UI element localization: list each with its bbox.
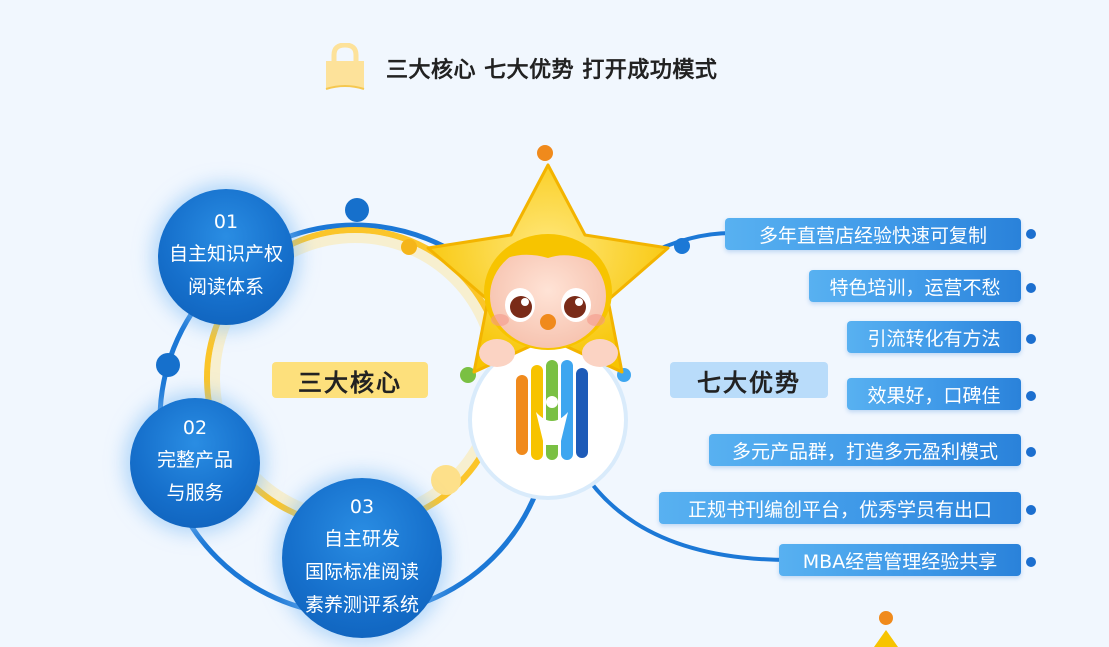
core-item-text: 素养测评系统 xyxy=(304,593,419,616)
core-item-number: 02 xyxy=(182,417,208,439)
advantage-bullet-dot xyxy=(1026,391,1036,401)
core-item-number: 03 xyxy=(349,495,375,518)
core-item-text: 与服务 xyxy=(166,482,224,504)
advantage-bullet-dot xyxy=(1026,229,1036,239)
core-item-text: 自主知识产权 xyxy=(168,243,283,265)
ring-node-dot xyxy=(156,353,180,377)
advantage-bullet-dot xyxy=(1026,557,1036,567)
core-item-text: 完整产品 xyxy=(156,449,233,471)
ring-node-dot xyxy=(401,239,417,255)
core-item-text: 阅读体系 xyxy=(187,276,264,298)
advantage-item: 效果好，口碑佳 xyxy=(847,378,1021,410)
advantage-bullet-dot xyxy=(1026,505,1036,515)
core-item-02: 02 完整产品 与服务 xyxy=(130,398,260,528)
lock-icon xyxy=(325,43,365,90)
ring-node-dot xyxy=(431,465,461,495)
center-logo-icon xyxy=(516,360,588,460)
advantage-item: 正规书刊编创平台，优秀学员有出口 xyxy=(659,492,1021,524)
advantage-item: 特色培训，运营不愁 xyxy=(809,270,1021,302)
branch-curve-bottom xyxy=(580,468,791,562)
page-title: 三大核心 七大优势 打开成功模式 xyxy=(386,58,718,83)
page-header: 三大核心 七大优势 打开成功模式 xyxy=(322,42,717,94)
advantage-item: 多年直营店经验快速可复制 xyxy=(725,218,1021,250)
core-section-tag: 三大核心 xyxy=(272,362,428,398)
core-item-01: 01 自主知识产权 阅读体系 xyxy=(158,189,294,325)
star-mascot xyxy=(426,145,670,374)
core-item-text: 国际标准阅读 xyxy=(304,560,419,583)
ring-node-dot xyxy=(345,198,369,222)
advantages-section-tag: 七大优势 xyxy=(670,362,828,398)
bottom-star-decoration xyxy=(874,611,898,647)
advantage-item: 多元产品群，打造多元盈利模式 xyxy=(709,434,1021,466)
core-item-03: 03 自主研发 国际标准阅读 素养测评系统 xyxy=(282,478,442,638)
advantage-item: 引流转化有方法 xyxy=(847,321,1021,353)
core-item-text: 自主研发 xyxy=(323,527,400,550)
advantage-bullet-dot xyxy=(1026,283,1036,293)
core-item-number: 01 xyxy=(213,211,239,233)
advantage-item: MBA经营管理经验共享 xyxy=(779,544,1021,576)
advantage-bullet-dot xyxy=(1026,334,1036,344)
advantage-bullet-dot xyxy=(1026,447,1036,457)
